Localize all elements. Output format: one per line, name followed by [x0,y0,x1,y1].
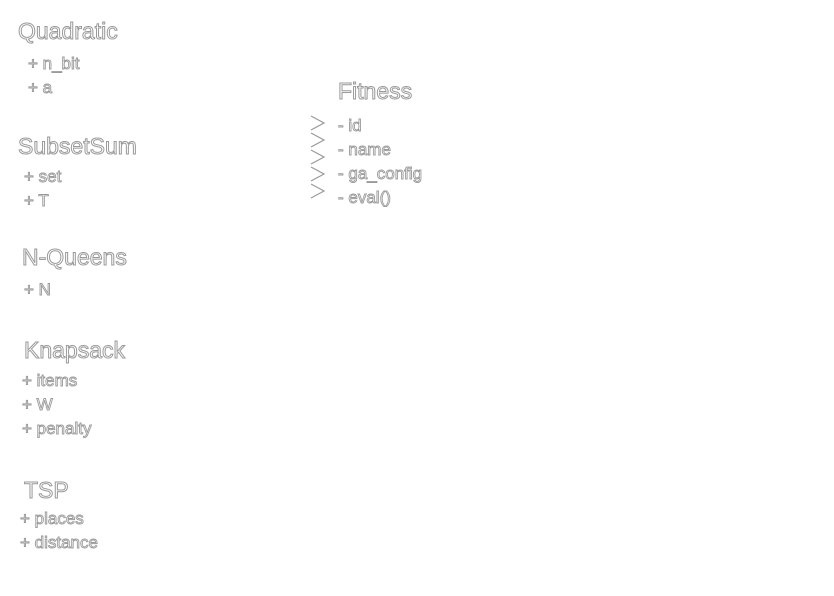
method: - eval() [338,188,392,208]
class-n-queens: N-Queens + N [22,244,128,302]
attribute: - name [338,140,392,160]
inheritance-arrowhead-icon [310,115,326,131]
attribute: + T [24,191,50,211]
inheritance-arrowhead-icon [310,166,326,182]
attribute: + a [28,78,53,98]
inheritance-arrowhead-icon [310,149,326,165]
attribute: - id [338,116,363,136]
attribute: + W [22,395,54,415]
class-knapsack: Knapsack + items + W + penalty [22,337,126,441]
attribute: - ga_config [338,164,423,184]
attribute: + set [24,167,62,187]
inheritance-arrows [310,115,326,199]
class-name: N-Queens [22,244,128,271]
class-tsp: TSP + places + distance [20,477,99,555]
attribute: + n_bit [28,54,80,74]
inheritance-arrowhead-icon [310,183,326,199]
class-name: Knapsack [23,337,126,364]
attribute: + items [22,371,78,391]
class-subsetsum: SubsetSum + set + T [18,133,138,213]
inheritance-arrowhead-icon [310,132,326,148]
class-fitness: Fitness - id - name - ga_config - eval() [337,78,423,210]
class-quadratic: Quadratic + n_bit + a [18,18,119,100]
attribute: + penalty [22,419,92,439]
class-name: Quadratic [18,18,119,45]
class-name: Fitness [337,78,413,105]
attribute: + N [24,280,52,300]
class-name: SubsetSum [18,133,138,160]
attribute: + distance [20,533,99,553]
attribute: + places [20,509,85,529]
class-name: TSP [24,477,70,504]
